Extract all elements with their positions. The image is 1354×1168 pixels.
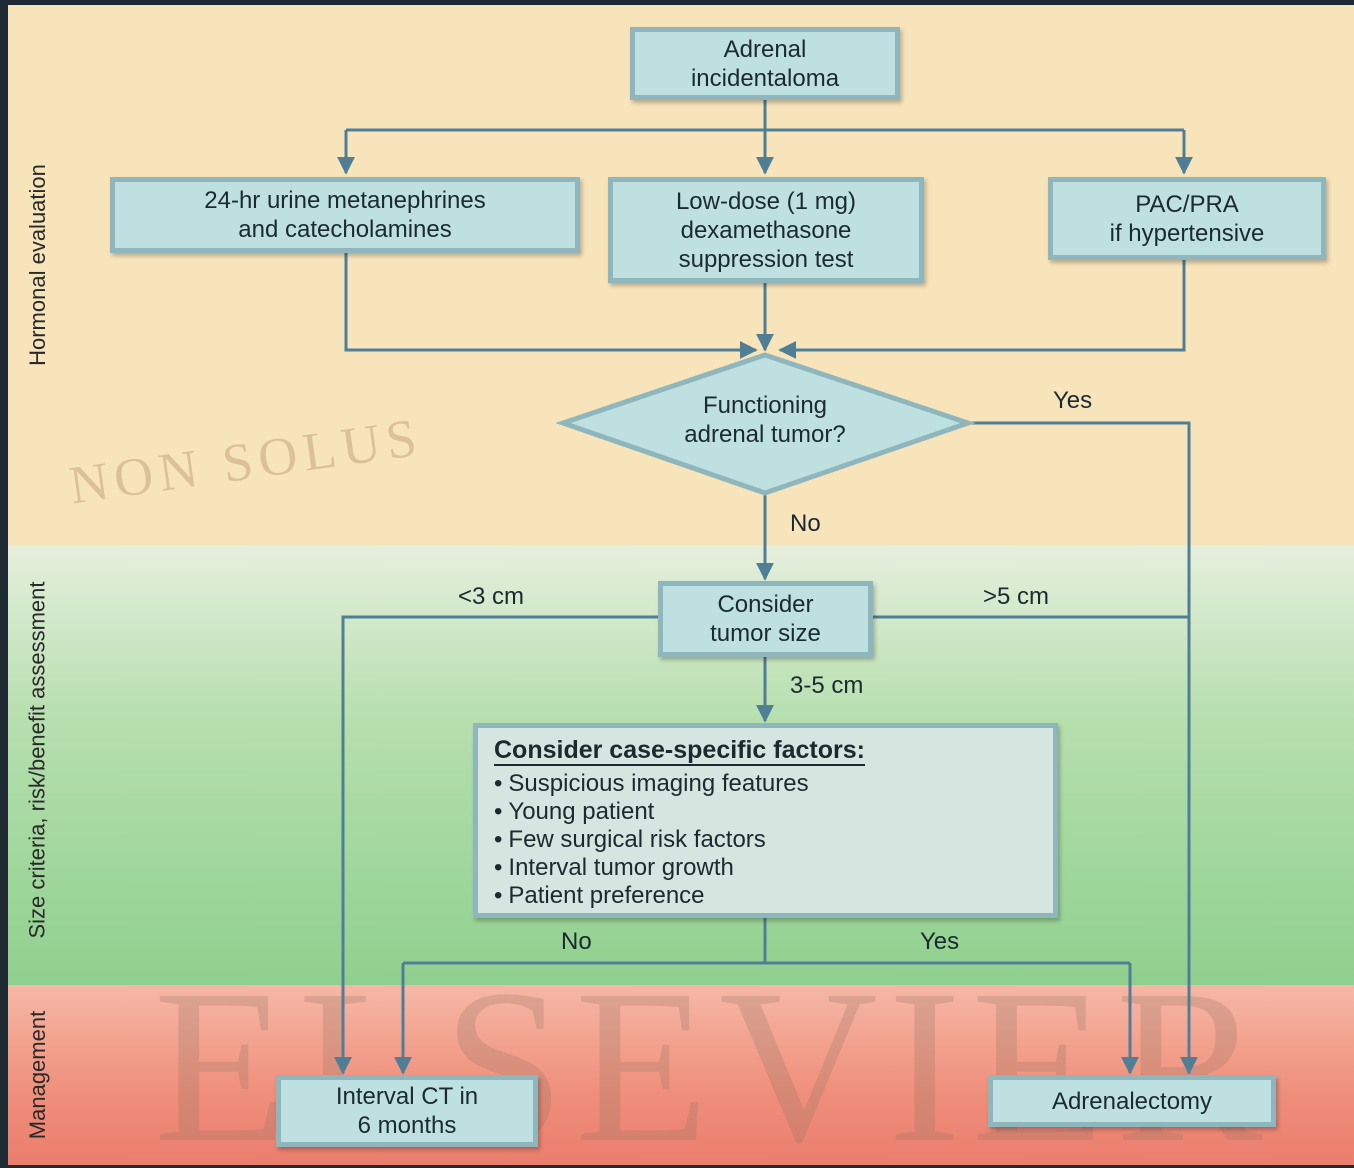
edge-label-factors-no: No xyxy=(561,928,592,955)
factor-item: Suspicious imaging features xyxy=(494,770,1039,798)
flow-connectors xyxy=(334,100,1198,1075)
node-adrenal-incidentaloma-text: Adrenal incidentaloma xyxy=(690,35,840,92)
node-interval-ct: Interval CT in 6 months xyxy=(276,1075,538,1147)
factor-item: Interval tumor growth xyxy=(494,854,1039,882)
node-consider-tumor-size: Consider tumor size xyxy=(658,581,873,657)
node-dexamethasone-test-text: Low-dose (1 mg) dexamethasone suppressio… xyxy=(675,187,857,273)
connector-urine-merge xyxy=(344,253,758,359)
case-specific-factors-box: Consider case-specific factors: Suspicio… xyxy=(473,723,1058,918)
factor-item: Patient preference xyxy=(494,882,1039,910)
node-pac-pra: PAC/PRA if hypertensive xyxy=(1048,177,1326,260)
node-consider-tumor-size-text: Consider tumor size xyxy=(710,591,821,647)
node-adrenalectomy: Adrenalectomy xyxy=(988,1075,1276,1127)
edge-label-functioning-yes: Yes xyxy=(1053,387,1093,414)
edge-label-mid: 3-5 cm xyxy=(790,672,864,699)
edge-label-factors-yes: Yes xyxy=(920,928,960,955)
node-pac-pra-text: PAC/PRA if hypertensive xyxy=(1109,190,1265,247)
decision-diamond xyxy=(555,352,976,496)
node-adrenalectomy-text: Adrenalectomy xyxy=(1051,1087,1213,1115)
node-interval-ct-text: Interval CT in 6 months xyxy=(335,1083,479,1139)
node-urine-metanephrines: 24-hr urine metanephrines and catecholam… xyxy=(110,177,580,253)
flowchart-canvas: NON SOLUS ELSEVIER Hormonal evaluation S… xyxy=(8,5,1354,1165)
decision-functioning-text: Functioning adrenal tumor? xyxy=(684,392,846,448)
node-urine-metanephrines-text: 24-hr urine metanephrines and catecholam… xyxy=(204,187,486,243)
connector-pac-merge xyxy=(778,260,1186,359)
factor-item: Young patient xyxy=(494,798,1039,826)
node-dexamethasone-test: Low-dose (1 mg) dexamethasone suppressio… xyxy=(608,177,924,283)
connector-small-ct xyxy=(334,615,658,1075)
edge-label-large: >5 cm xyxy=(983,583,1050,610)
factors-list: Suspicious imaging features Young patien… xyxy=(494,770,1039,910)
edge-label-small: <3 cm xyxy=(458,583,525,610)
edge-label-functioning-no: No xyxy=(790,510,821,537)
factors-title: Consider case-specific factors: xyxy=(494,736,865,766)
connector-yes-adrenalectomy xyxy=(968,421,1198,1075)
node-adrenal-incidentaloma: Adrenal incidentaloma xyxy=(630,27,900,100)
factor-item: Few surgical risk factors xyxy=(494,826,1039,854)
